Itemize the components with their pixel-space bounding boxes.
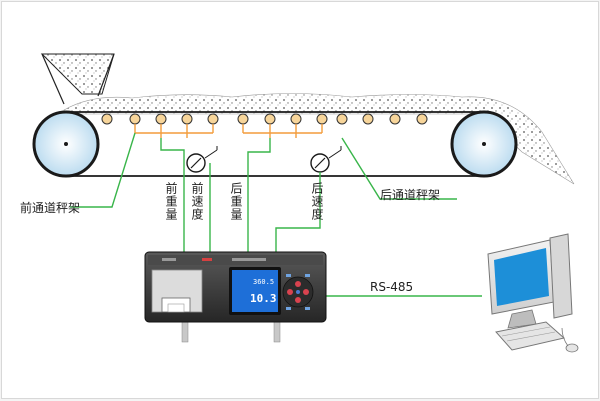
idler-rollers <box>101 113 428 125</box>
idler-roller <box>362 113 374 125</box>
rear-scale-label: 后通道秤架 <box>380 188 441 202</box>
idler-roller <box>336 113 348 125</box>
idler-roller <box>155 113 167 125</box>
idler-roller <box>264 113 276 125</box>
hopper-icon <box>40 53 115 105</box>
display-screen <box>232 270 278 312</box>
idler-roller <box>181 113 193 125</box>
idler-roller <box>316 113 328 125</box>
front-weigh-frame <box>134 124 214 138</box>
signal-lines <box>70 132 482 297</box>
weighing-instrument <box>144 251 327 343</box>
display-line-2: 10.3 <box>250 292 277 305</box>
rear-weigh-frame <box>242 124 323 138</box>
idler-roller <box>129 113 141 125</box>
idler-roller <box>101 113 113 125</box>
speed-sensor-icon <box>186 146 218 173</box>
rear-speed-label: 后速度 <box>310 182 324 221</box>
idler-roller <box>237 113 249 125</box>
computer-icon <box>487 233 579 353</box>
front-scale-label: 前通道秤架 <box>20 201 81 215</box>
conveyor-belt <box>32 110 518 178</box>
front-speed-label: 前速度 <box>190 182 204 221</box>
idler-roller <box>416 113 428 125</box>
idler-roller <box>207 113 219 125</box>
speed-sensor-icon <box>310 146 342 173</box>
rs485-label: RS-485 <box>370 280 414 294</box>
rear-weight-label: 后重量 <box>229 182 243 221</box>
keypad <box>282 274 314 310</box>
printer-icon <box>151 269 203 313</box>
idler-roller <box>389 113 401 125</box>
display-line-1: 360.5 <box>253 278 275 286</box>
idler-roller <box>290 113 302 125</box>
front-weight-label: 前重量 <box>164 182 178 221</box>
